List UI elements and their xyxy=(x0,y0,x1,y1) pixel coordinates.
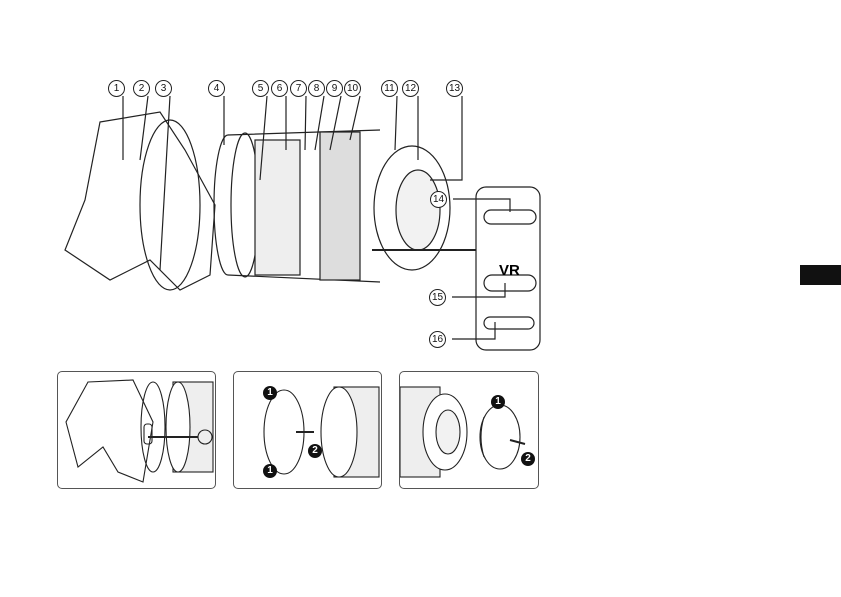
callout-2: 2 xyxy=(133,80,150,97)
callout-10: 10 xyxy=(344,80,361,97)
callout-1: 1 xyxy=(108,80,125,97)
step-2-badge: 2 xyxy=(521,452,535,466)
callout-13: 13 xyxy=(446,80,463,97)
callout-9: 9 xyxy=(326,80,343,97)
callout-16: 16 xyxy=(429,331,446,348)
callout-8: 8 xyxy=(308,80,325,97)
step-1-badge: 1 xyxy=(491,395,505,409)
rear-cap-panel: 1 2 xyxy=(399,371,539,489)
callout-11: 11 xyxy=(381,80,398,97)
section-tab xyxy=(800,265,841,285)
vr-switch-label: VR xyxy=(499,262,520,279)
callout-15: 15 xyxy=(429,289,446,306)
rear-cap-illustration xyxy=(400,386,526,478)
hood-mount-ring xyxy=(139,119,201,291)
step-2-badge: 2 xyxy=(308,444,322,458)
zoom-ring xyxy=(254,139,301,276)
callout-6: 6 xyxy=(271,80,288,97)
callout-7: 7 xyxy=(290,80,307,97)
callout-4: 4 xyxy=(208,80,225,97)
callout-14: 14 xyxy=(430,191,447,208)
hood-attach-illustration xyxy=(65,379,214,483)
hood-attach-panel xyxy=(57,371,216,489)
lens-cap-illustration xyxy=(263,386,380,478)
callout-12: 12 xyxy=(402,80,419,97)
callout-5: 5 xyxy=(252,80,269,97)
focus-ring xyxy=(319,131,361,281)
lens-cap-panel: 1 2 1 xyxy=(233,371,382,489)
step-1-badge: 1 xyxy=(263,386,277,400)
callout-3: 3 xyxy=(155,80,172,97)
switch-panel-inset xyxy=(475,186,541,351)
step-1-badge-bottom: 1 xyxy=(263,464,277,478)
